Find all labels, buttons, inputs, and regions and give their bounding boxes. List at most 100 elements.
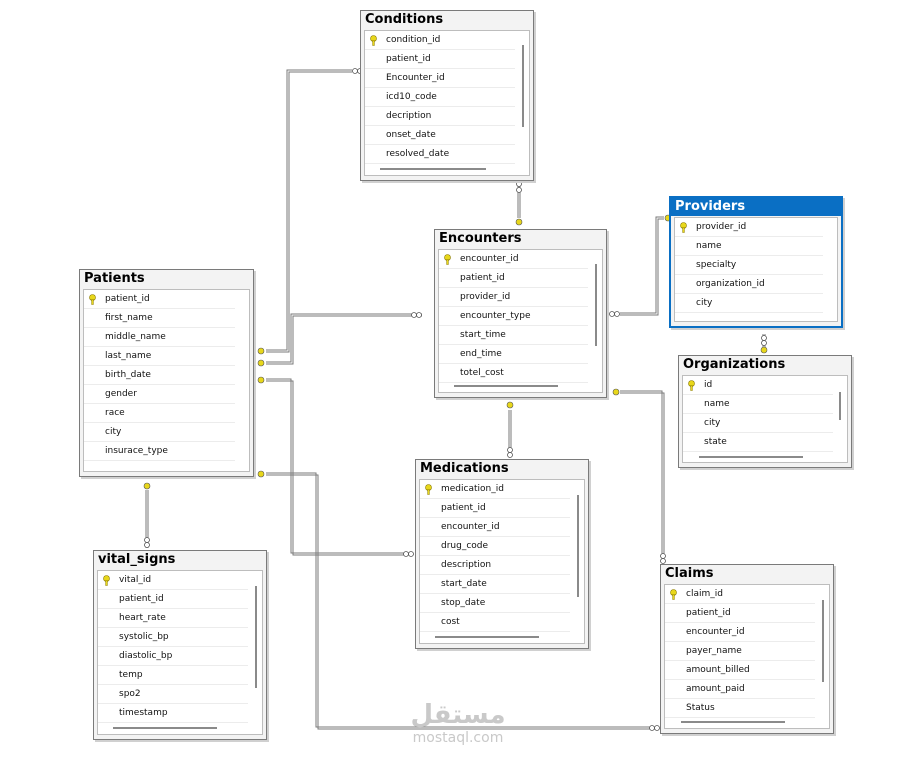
vertical-scrollbar[interactable] — [822, 600, 824, 682]
column-row[interactable]: medication_id — [420, 480, 570, 499]
column-name: name — [704, 399, 730, 409]
horizontal-scrollbar[interactable] — [681, 721, 785, 723]
column-row[interactable]: id — [683, 376, 833, 395]
column-row[interactable]: city — [675, 294, 823, 313]
column-row[interactable]: claim_id — [665, 585, 815, 604]
column-row[interactable]: encounter_id — [439, 250, 588, 269]
column-name: provider_id — [460, 292, 511, 302]
column-row[interactable]: specialty — [675, 256, 823, 275]
column-row[interactable]: state — [683, 433, 833, 452]
many-end-marker — [516, 181, 522, 187]
column-row[interactable]: end_time — [439, 345, 588, 364]
column-row[interactable]: provider_id — [439, 288, 588, 307]
column-row[interactable]: temp — [98, 666, 248, 685]
column-row[interactable]: decription — [365, 107, 515, 126]
key-end-marker — [257, 347, 265, 355]
vertical-scrollbar[interactable] — [522, 45, 524, 127]
column-row[interactable]: totel_cost — [439, 364, 588, 383]
key-end-marker — [257, 376, 265, 384]
horizontal-scrollbar[interactable] — [435, 636, 539, 638]
column-name: organization_id — [696, 279, 765, 289]
column-row[interactable]: vital_id — [98, 571, 248, 590]
column-row[interactable]: cost — [420, 613, 570, 632]
vertical-scrollbar[interactable] — [839, 392, 841, 420]
column-row[interactable]: city — [683, 414, 833, 433]
column-row[interactable]: name — [675, 237, 823, 256]
column-name: payer_name — [686, 646, 742, 656]
column-row[interactable]: first_name — [84, 309, 235, 328]
key-end-marker — [515, 218, 523, 226]
column-name: onset_date — [386, 130, 436, 140]
column-row[interactable]: systolic_bp — [98, 628, 248, 647]
column-name: description — [441, 560, 492, 570]
column-name: id — [704, 380, 713, 390]
column-row[interactable]: payer_name — [665, 642, 815, 661]
column-row[interactable]: patient_id — [439, 269, 588, 288]
many-end-marker — [352, 68, 358, 74]
column-row[interactable]: patient_id — [420, 499, 570, 518]
primary-key-icon — [670, 589, 677, 600]
column-name: icd10_code — [386, 92, 437, 102]
column-row[interactable]: insurace_type — [84, 442, 235, 461]
column-name: patient_id — [105, 294, 150, 304]
column-row[interactable]: resolved_date — [365, 145, 515, 164]
many-end-marker — [507, 447, 513, 453]
column-row[interactable]: patient_id — [665, 604, 815, 623]
column-row[interactable]: last_name — [84, 347, 235, 366]
column-row[interactable]: encounter_id — [420, 518, 570, 537]
column-row[interactable]: amount_paid — [665, 680, 815, 699]
column-row[interactable]: start_time — [439, 326, 588, 345]
vertical-scrollbar[interactable] — [595, 264, 597, 346]
column-row[interactable]: stop_date — [420, 594, 570, 613]
watermark-arabic: مستقل — [410, 700, 506, 730]
column-row[interactable]: amount_billed — [665, 661, 815, 680]
column-row[interactable]: organization_id — [675, 275, 823, 294]
column-row[interactable]: patient_id — [98, 590, 248, 609]
column-row[interactable]: heart_rate — [98, 609, 248, 628]
column-row[interactable]: encounter_id — [665, 623, 815, 642]
column-name: last_name — [105, 351, 152, 361]
horizontal-scrollbar[interactable] — [699, 456, 803, 458]
vertical-scrollbar[interactable] — [255, 586, 257, 688]
column-name: middle_name — [105, 332, 166, 342]
column-row[interactable]: description — [420, 556, 570, 575]
column-name: city — [704, 418, 721, 428]
column-row[interactable]: Status — [665, 699, 815, 718]
column-row[interactable]: start_date — [420, 575, 570, 594]
column-row[interactable]: patient_id — [365, 50, 515, 69]
column-row[interactable]: spo2 — [98, 685, 248, 704]
column-row[interactable]: provider_id — [675, 218, 823, 237]
column-list: id name city state — [682, 375, 848, 463]
column-row[interactable]: race — [84, 404, 235, 423]
column-name: name — [696, 241, 722, 251]
column-row[interactable]: Encounter_id — [365, 69, 515, 88]
vertical-scrollbar[interactable] — [577, 495, 579, 597]
column-row[interactable]: condition_id — [365, 31, 515, 50]
column-row[interactable]: middle_name — [84, 328, 235, 347]
horizontal-scrollbar[interactable] — [113, 727, 217, 729]
column-row[interactable]: gender — [84, 385, 235, 404]
column-row[interactable]: encounter_type — [439, 307, 588, 326]
column-row[interactable]: birth_date — [84, 366, 235, 385]
horizontal-scrollbar[interactable] — [454, 385, 558, 387]
column-row[interactable]: drug_code — [420, 537, 570, 556]
column-row[interactable]: patient_id — [84, 290, 235, 309]
column-row[interactable]: diastolic_bp — [98, 647, 248, 666]
column-row[interactable]: name — [683, 395, 833, 414]
column-row[interactable]: onset_date — [365, 126, 515, 145]
column-row[interactable]: city — [84, 423, 235, 442]
column-row[interactable]: icd10_code — [365, 88, 515, 107]
column-row[interactable]: timestamp — [98, 704, 248, 723]
horizontal-scrollbar[interactable] — [380, 168, 486, 170]
